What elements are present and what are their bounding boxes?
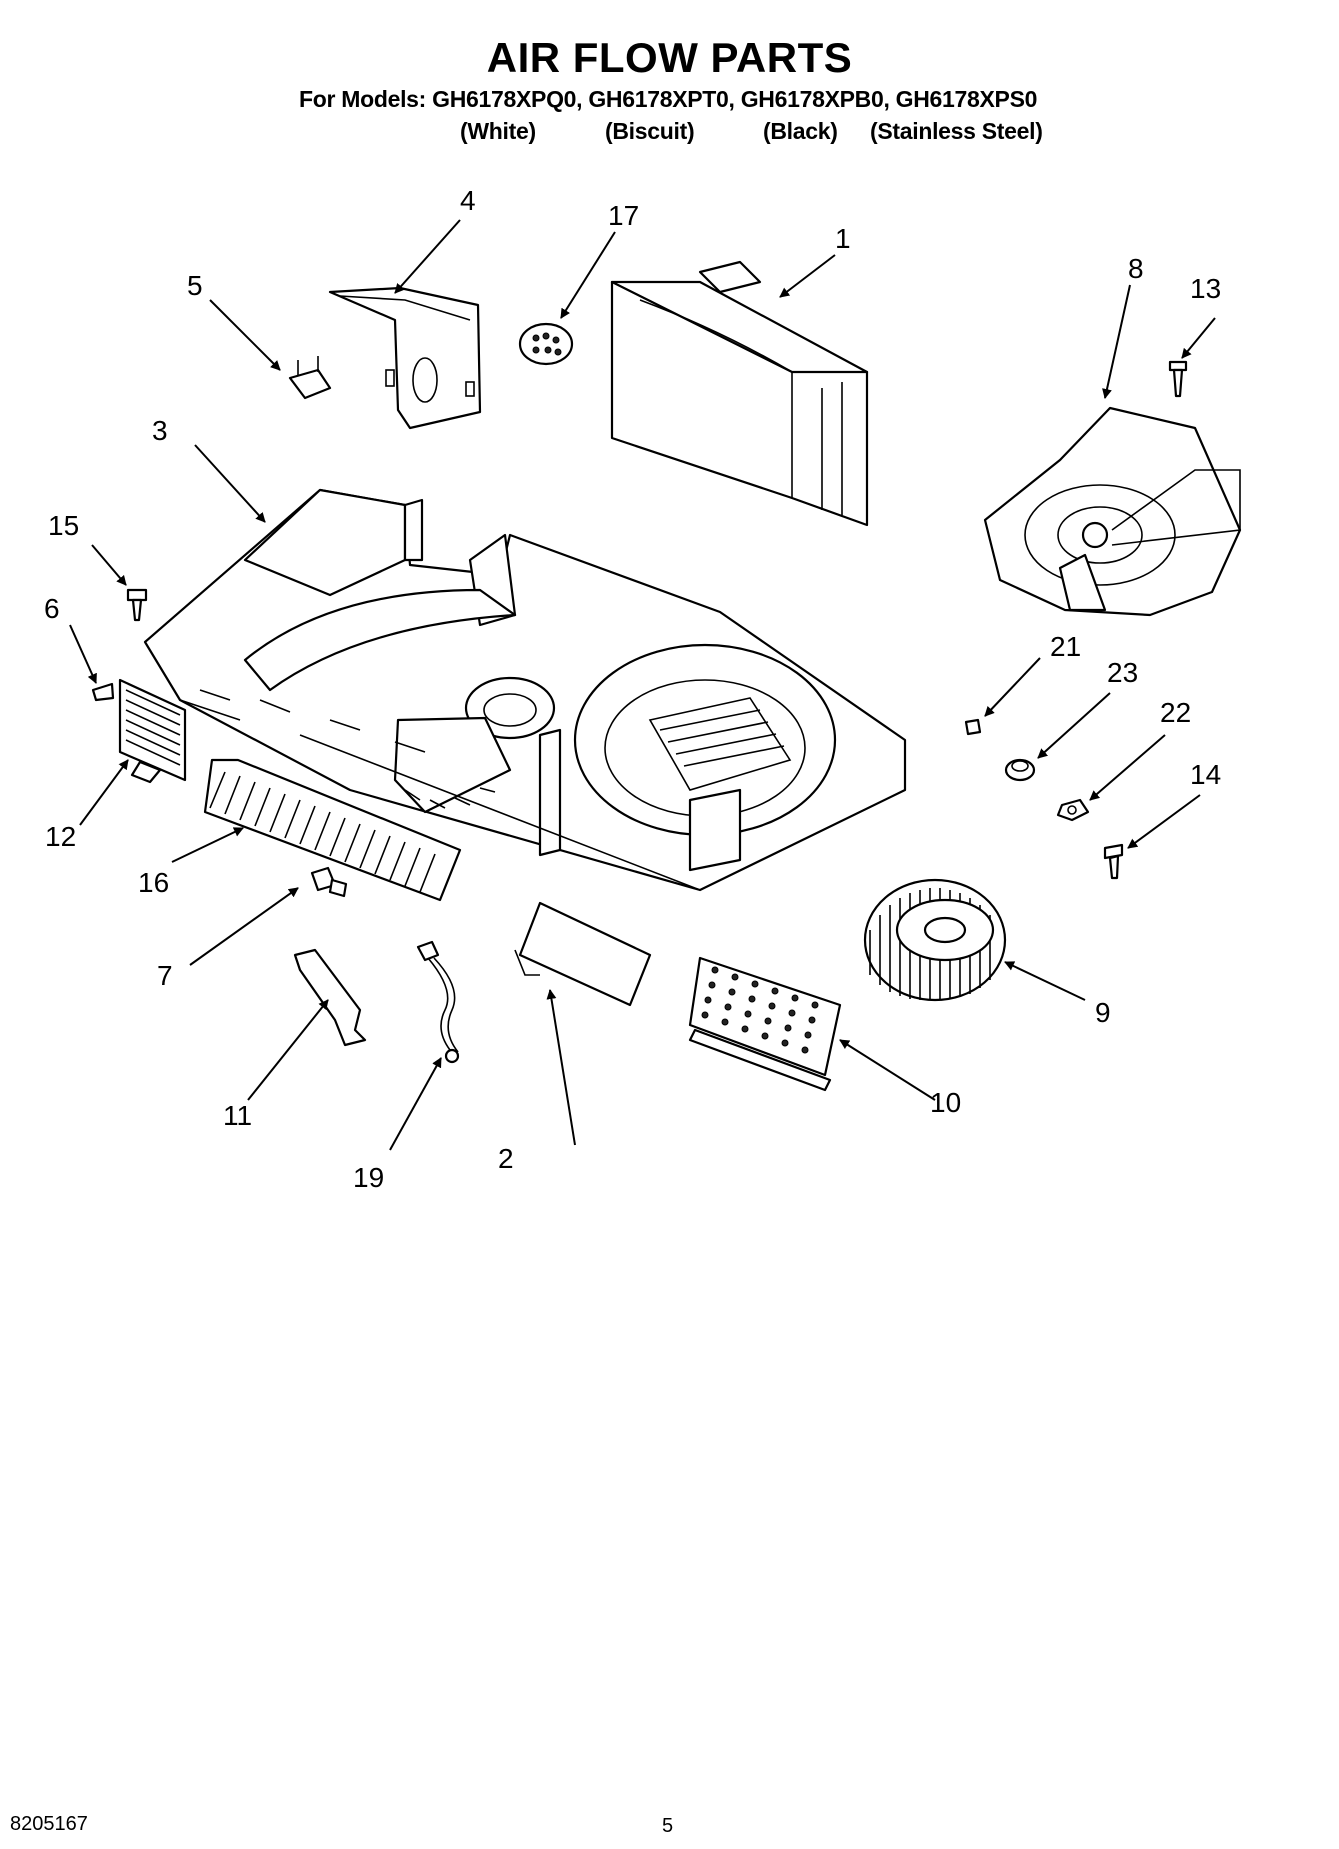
callout-9: 9 xyxy=(1095,997,1111,1028)
page-number: 5 xyxy=(662,1815,674,1837)
part-23-bushing xyxy=(1004,758,1036,782)
callout-11: 11 xyxy=(223,1100,252,1131)
part-9-blower-wheel xyxy=(863,878,1007,1002)
part-5-clip xyxy=(288,356,332,400)
callout-15: 15 xyxy=(48,510,79,541)
part-14-screw xyxy=(1103,843,1124,880)
part-3-base-housing xyxy=(143,488,907,892)
callout-6: 6 xyxy=(44,593,60,624)
part-21-nut xyxy=(964,718,982,736)
color-label-stainless-steel: (Stainless Steel) xyxy=(870,118,1043,144)
color-label-white: (White) xyxy=(460,118,536,144)
callout-8: 8 xyxy=(1128,253,1144,284)
callout-12: 12 xyxy=(45,821,76,852)
part-13-screw xyxy=(1168,360,1188,398)
part-11-strip xyxy=(293,948,367,1047)
color-label-black: (Black) xyxy=(763,118,838,144)
part-17-disc xyxy=(518,322,574,366)
callout-23: 23 xyxy=(1107,657,1138,688)
part-16-long-grille xyxy=(203,758,462,902)
part-8-fan-housing xyxy=(983,406,1242,617)
callout-13: 13 xyxy=(1190,273,1221,304)
callout-3: 3 xyxy=(152,415,168,446)
doc-number: 8205167 xyxy=(10,1813,88,1835)
callout-numbers: 1 2 3 4 5 6 7 8 9 10 11 12 13 14 15 16 1… xyxy=(44,185,1221,1193)
part-15-screw xyxy=(126,588,148,622)
part-22-nut xyxy=(1056,798,1090,822)
callout-14: 14 xyxy=(1190,759,1221,790)
part-19-harness xyxy=(416,940,460,1064)
part-1-duct xyxy=(610,260,869,527)
callout-7: 7 xyxy=(157,960,173,991)
part-2-cover xyxy=(514,901,652,1007)
part-6-clip xyxy=(91,682,115,702)
callout-10: 10 xyxy=(930,1087,961,1118)
callout-17: 17 xyxy=(608,200,639,231)
callout-19: 19 xyxy=(353,1162,384,1193)
callout-16: 16 xyxy=(138,867,169,898)
leader-lines xyxy=(69,219,1216,1151)
part-4-bracket xyxy=(328,286,482,430)
models-line: For Models: GH6178XPQ0, GH6178XPT0, GH61… xyxy=(299,86,1038,112)
callout-1: 1 xyxy=(835,223,851,254)
part-7-socket xyxy=(310,866,348,898)
page-title: AIR FLOW PARTS xyxy=(486,34,853,81)
part-10-filter xyxy=(688,956,842,1092)
part-12-grille xyxy=(118,678,187,784)
callout-4: 4 xyxy=(460,185,476,216)
callout-22: 22 xyxy=(1160,697,1191,728)
callout-2: 2 xyxy=(498,1143,514,1174)
callout-21: 21 xyxy=(1050,631,1081,662)
callout-5: 5 xyxy=(187,270,203,301)
color-label-biscuit: (Biscuit) xyxy=(605,118,695,144)
